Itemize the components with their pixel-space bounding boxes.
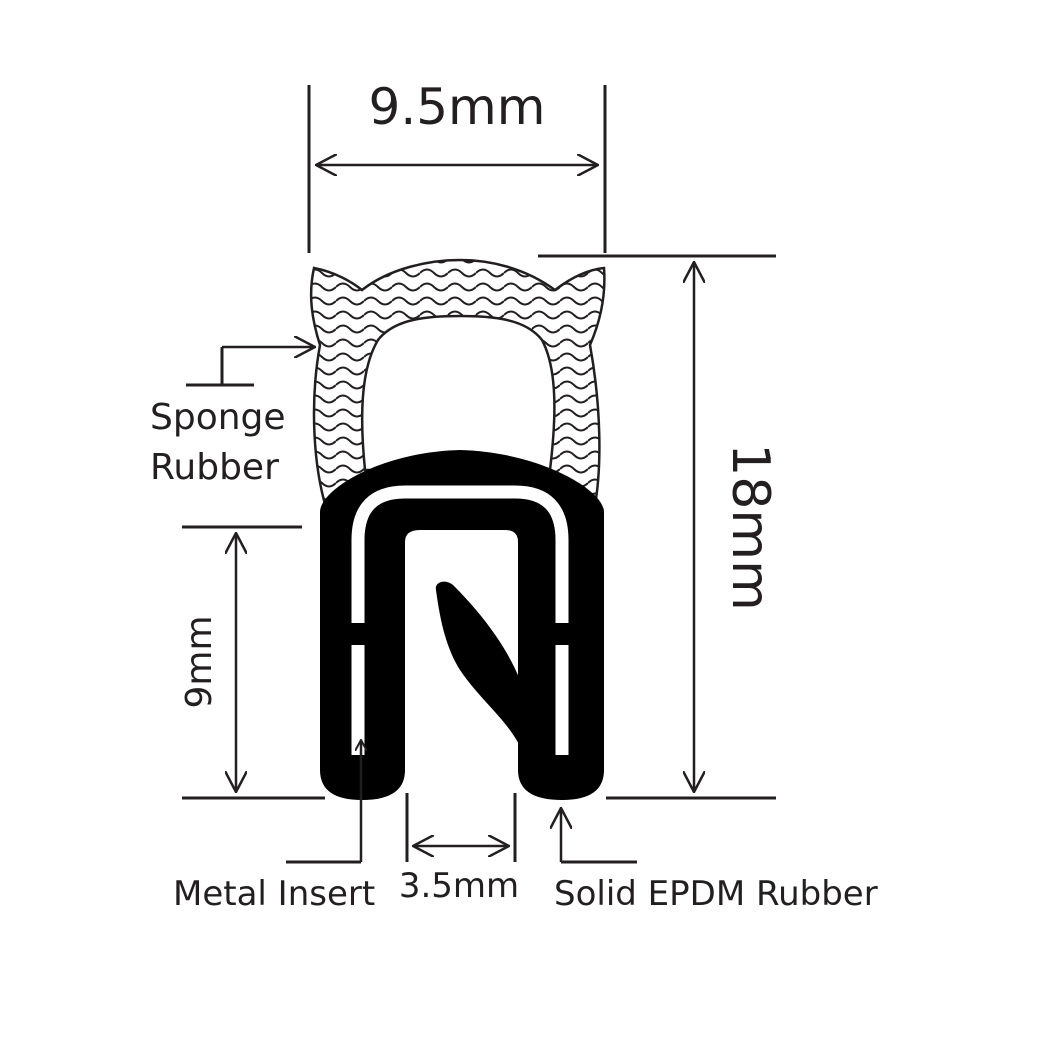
height-dimension xyxy=(538,254,776,800)
solid-epdm-label: Solid EPDM Rubber xyxy=(554,874,878,914)
sponge-leader xyxy=(186,347,315,387)
gap-label: 3.5mm xyxy=(399,866,519,906)
width-dimension xyxy=(307,85,607,253)
grip-height-label: 9mm xyxy=(179,615,220,708)
metal-insert-label: Metal Insert xyxy=(173,874,375,914)
grip-height-dimension xyxy=(182,525,325,800)
sponge-label-line1: Sponge xyxy=(150,397,286,438)
sponge-label-line2: Rubber xyxy=(150,447,279,488)
width-label: 9.5mm xyxy=(369,78,546,136)
height-label: 18mm xyxy=(720,443,780,610)
metal-insert-leader xyxy=(286,740,361,864)
sponge-rubber-bulb xyxy=(309,258,606,522)
gap-dimension xyxy=(405,793,517,862)
solid-epdm-leader xyxy=(561,808,637,864)
solid-epdm-channel xyxy=(320,450,604,800)
